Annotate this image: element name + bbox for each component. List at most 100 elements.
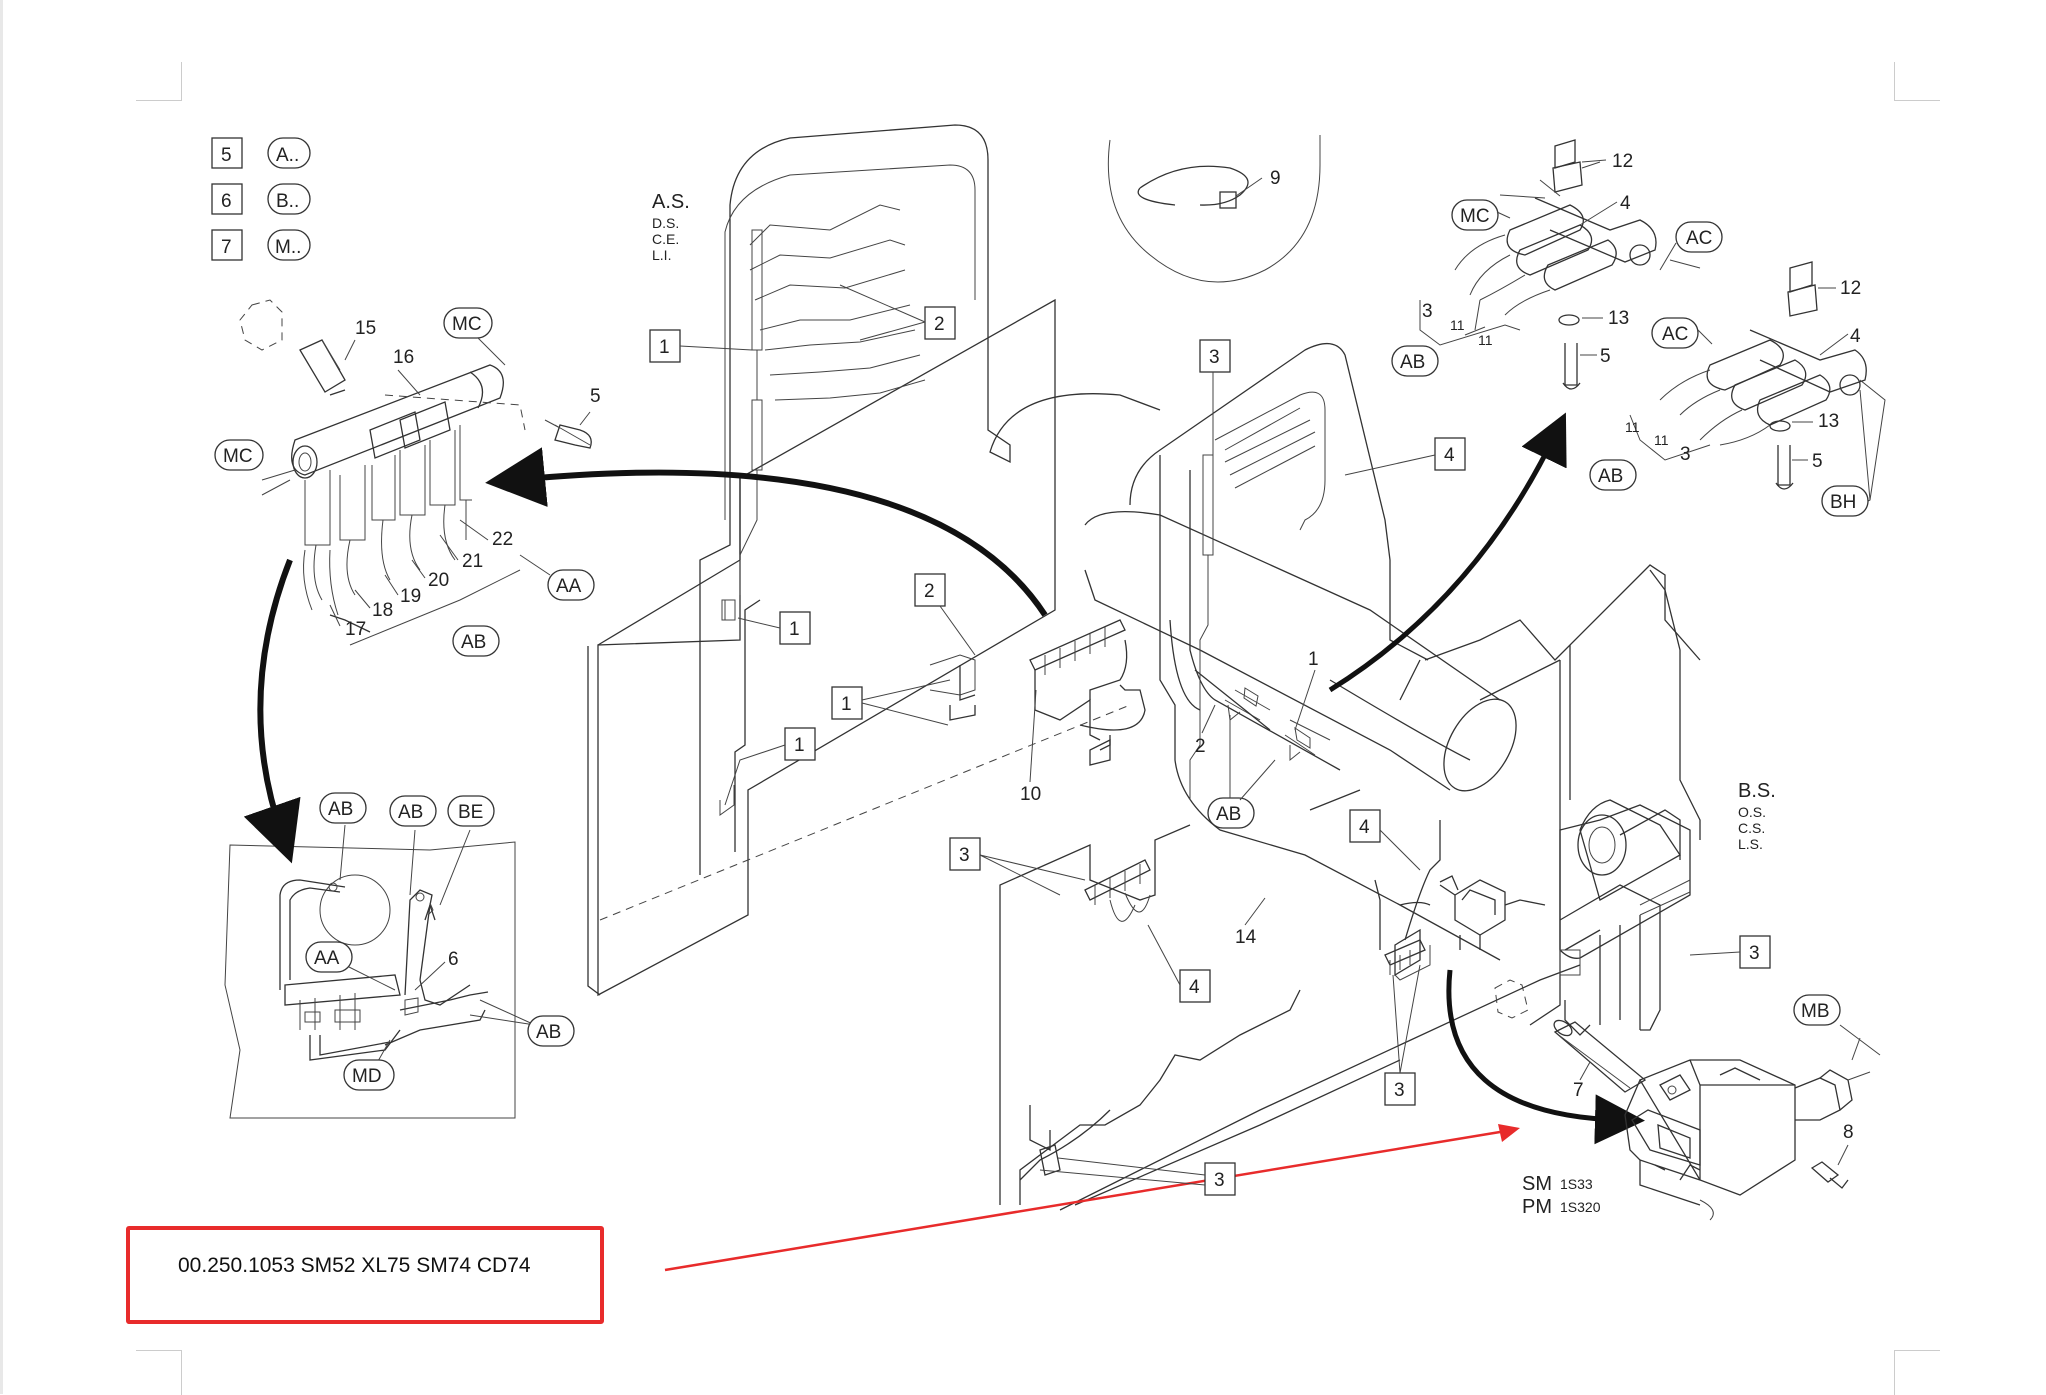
pill-mc-upper: MC: [1460, 206, 1490, 227]
leader-7: [1579, 1061, 1591, 1081]
leader-18: [354, 589, 371, 609]
inset-detail: [224, 841, 516, 1119]
pill-md: MD: [352, 1066, 382, 1087]
motor-label-pm: PM: [1522, 1196, 1552, 1218]
boxed-num-2-a: 2: [934, 314, 945, 335]
valve-block-center: [1394, 875, 1546, 981]
pills-inset: AB AB BE AA AB MD: [305, 792, 575, 1091]
leader-21: [439, 534, 459, 561]
boxed-num-4-a: 4: [1444, 445, 1455, 466]
arrow-to-top-right-manifold: [1328, 412, 1567, 693]
lower-right-manifold: [1374, 820, 1441, 975]
boxed-4-b: [1179, 969, 1211, 1003]
pill-ab-upper: AB: [1400, 352, 1425, 373]
callout-18: 18: [372, 600, 393, 621]
leader-ab-inset-right: [469, 999, 536, 1026]
callout-3-upper: 3: [1422, 301, 1433, 322]
callout-15: 15: [355, 318, 376, 339]
leader-17: [329, 604, 341, 627]
legend-pill-m: [267, 229, 311, 261]
pill-aa-inset: AA: [314, 948, 340, 969]
clamp-detail: 9: [1107, 135, 1321, 283]
pills-left-detail: MC MC AA AB: [214, 307, 595, 657]
side-as-ce: C.E.: [652, 231, 679, 247]
left-side-frame: [587, 124, 1161, 997]
filter-assembly: [1494, 979, 1647, 1093]
pills-top-right: MC AC AB AC AB BH: [1391, 199, 1869, 517]
motor-label-sm: SM: [1522, 1173, 1552, 1195]
legend-label-m: M..: [275, 237, 301, 258]
leader-4-upper: [1579, 201, 1618, 226]
crop-mark-top-left: [136, 62, 182, 101]
boxed-num-3-d: 3: [1394, 1080, 1405, 1101]
legend-pill-a: [267, 137, 311, 169]
note-text: 00.250.1053 SM52 XL75 SM74 CD74: [178, 1254, 531, 1277]
side-bs-ls: L.S.: [1738, 836, 1763, 852]
right-side-frame: [999, 343, 1581, 1211]
note-box: 00.250.1053 SM52 XL75 SM74 CD74: [126, 1226, 604, 1324]
leader-14-area: [1194, 669, 1271, 731]
leader-mb: [1839, 1024, 1881, 1056]
crop-mark-top-right: [1894, 62, 1940, 101]
pill-ab-center-frame: [1207, 797, 1255, 829]
manifold-ac-upper: [1419, 139, 1701, 390]
leader-2-center: [1201, 704, 1216, 734]
pill-ac-lower: AC: [1662, 324, 1688, 345]
red-pointer-line: [664, 1130, 1501, 1272]
pill-mb: MB: [1801, 1001, 1830, 1022]
callout-11-upper-a: 11: [1450, 317, 1465, 333]
boxed-num-1-c: 1: [841, 694, 852, 715]
callout-13-upper: 13: [1608, 308, 1629, 329]
side-bs-os: O.S.: [1738, 804, 1766, 820]
crop-mark-bottom-right: [1894, 1350, 1940, 1395]
pill-ab-lower: AB: [1598, 466, 1623, 487]
callout-21: 21: [462, 551, 483, 572]
callout-16: 16: [393, 347, 414, 368]
center-right-fittings: [1224, 687, 1331, 762]
boxed-num-3-a: 3: [1209, 347, 1220, 368]
bs-back-frame: [1309, 564, 1701, 1026]
legend-box-5: [211, 137, 243, 169]
callout-17: 17: [345, 619, 366, 640]
pill-ab-inset-1: AB: [328, 799, 353, 820]
boxed-3-c: [1739, 935, 1771, 969]
side-as-ds: D.S.: [652, 215, 679, 231]
leader-19: [384, 574, 399, 596]
left-edge-line: [0, 0, 3, 1394]
boxed-3-a: [1199, 339, 1231, 373]
pill-ac-upper: AC: [1686, 228, 1712, 249]
leader-14: [1244, 897, 1266, 926]
leader-22: [459, 519, 489, 541]
callout-5-lower: 5: [1812, 451, 1823, 472]
callout-4-upper: 4: [1620, 193, 1631, 214]
leader-aa: [519, 554, 551, 576]
callout-14: 14: [1235, 927, 1257, 948]
manifold-ac-lower: [1629, 261, 1886, 506]
boxed-3-b: [949, 837, 981, 871]
leader-10: [1029, 689, 1037, 783]
crop-mark-bottom-left: [136, 1350, 182, 1395]
leader-15: [344, 339, 356, 361]
callout-5-upper: 5: [1600, 346, 1611, 367]
callout-6: 6: [448, 949, 459, 970]
boxed-num-3-e: 3: [1214, 1170, 1225, 1191]
arrow-to-motor-unit: [1446, 969, 1645, 1145]
legend-pill-b: [267, 183, 311, 215]
boxed-num-3-c: 3: [1749, 943, 1760, 964]
boxed-num-3-b: 3: [959, 845, 970, 866]
boxed-num-1-b: 1: [789, 619, 800, 640]
pill-ab-inset-3: AB: [536, 1022, 561, 1043]
leader-12-upper: [1581, 159, 1607, 163]
manifold-left-detail: [239, 299, 592, 633]
side-as-title: A.S.: [652, 191, 690, 213]
legend-box-6: [211, 183, 243, 215]
legend-label-b: B..: [276, 191, 299, 212]
leader-16: [397, 369, 421, 396]
legend: 5 A.. 6 B.. 7 M..: [211, 137, 311, 261]
callout-20: 20: [428, 570, 449, 591]
pump-motor-unit: [1559, 799, 1691, 1036]
side-bs-title: B.S.: [1738, 780, 1776, 802]
boxed-num-2-b: 2: [924, 581, 935, 602]
